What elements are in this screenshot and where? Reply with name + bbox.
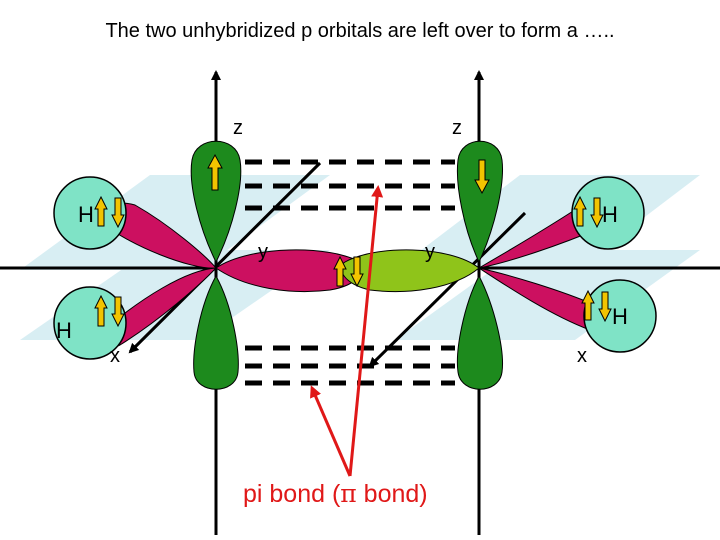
pi-bond-caption-prefix: pi bond ( [243, 480, 341, 508]
electron-down-icon [111, 197, 125, 229]
h-label-bottom-right: H [612, 304, 628, 329]
y-label-left: y [258, 241, 268, 263]
p-orbital-left-upper [190, 140, 242, 264]
x-axis-left [128, 161, 322, 354]
p-orbital-left-lower [193, 274, 239, 390]
x-label-right: x [577, 345, 587, 367]
electron-up-icon [333, 255, 347, 287]
electron-up-icon [573, 195, 587, 227]
y-label-right: y [425, 241, 435, 263]
h-label-top-left: H [78, 202, 94, 227]
pi-overlap-dashes-bottom [245, 345, 455, 386]
x-label-left: x [110, 345, 120, 367]
z-label-right: z [452, 117, 462, 139]
electron-down-icon [598, 291, 612, 323]
pi-bond-caption: pi bond (π bond) [243, 479, 428, 508]
pi-overlap-dashes-top [245, 159, 455, 211]
slide-title: The two unhybridized p orbitals are left… [105, 20, 615, 42]
pi-pointer-lower [310, 385, 352, 477]
hydrogen-top-left [53, 176, 127, 250]
pi-bond-caption-suffix: bond) [357, 480, 428, 508]
p-orbital-right-lower [456, 274, 503, 390]
p-orbital-right-upper [456, 140, 503, 264]
pi-symbol: π [340, 479, 356, 508]
h-label-top-right: H [602, 202, 618, 227]
hydrogen-bottom-left [53, 286, 127, 360]
electron-up-icon [207, 153, 223, 191]
electron-down-icon [590, 197, 604, 229]
electron-up-icon [581, 289, 595, 321]
electron-down-icon [474, 159, 490, 195]
electron-down-icon [350, 256, 364, 288]
electron-up-icon [94, 294, 108, 327]
hydrogen-top-right [571, 176, 645, 250]
electron-up-icon [94, 195, 108, 227]
h-label-bottom-left: H [56, 318, 72, 343]
pi-pointer-upper [348, 185, 384, 477]
electron-down-icon [111, 296, 125, 328]
x-axis-right [368, 211, 527, 368]
z-label-left: z [233, 117, 243, 139]
electron-spin-icons [94, 153, 612, 328]
